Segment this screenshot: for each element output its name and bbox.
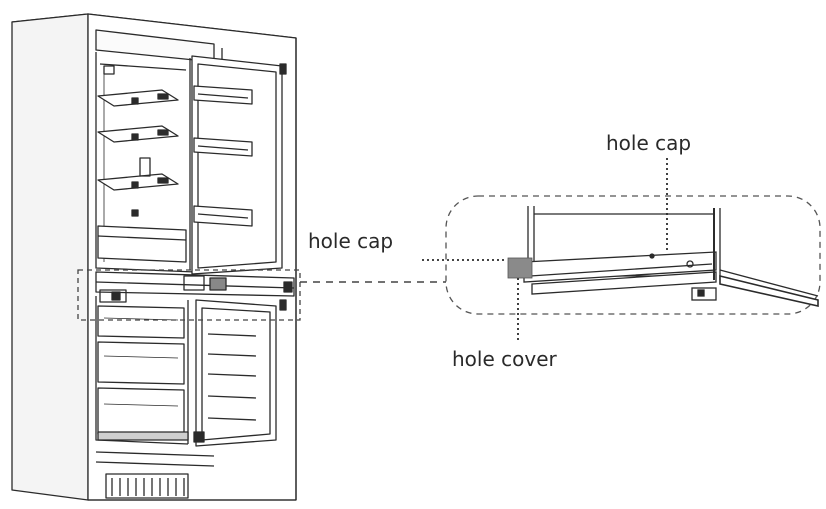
label-hole-cap-top: hole cap	[606, 131, 691, 155]
lower-compartment	[95, 296, 189, 445]
lower-door	[193, 299, 287, 447]
upper-door	[191, 55, 287, 275]
label-hole-cap-left: hole cap	[308, 229, 393, 253]
detail-illustration	[523, 206, 819, 307]
upper-compartment	[95, 52, 197, 273]
refrigerator-illustration	[11, 13, 297, 501]
hole-cover-shape	[507, 257, 533, 279]
base-grille	[88, 451, 296, 501]
detail-callout-frame	[445, 195, 821, 315]
label-hole-cover: hole cover	[452, 347, 558, 371]
leader-lines	[422, 158, 668, 340]
highlight-box	[77, 269, 301, 321]
middle-divider	[95, 271, 295, 303]
